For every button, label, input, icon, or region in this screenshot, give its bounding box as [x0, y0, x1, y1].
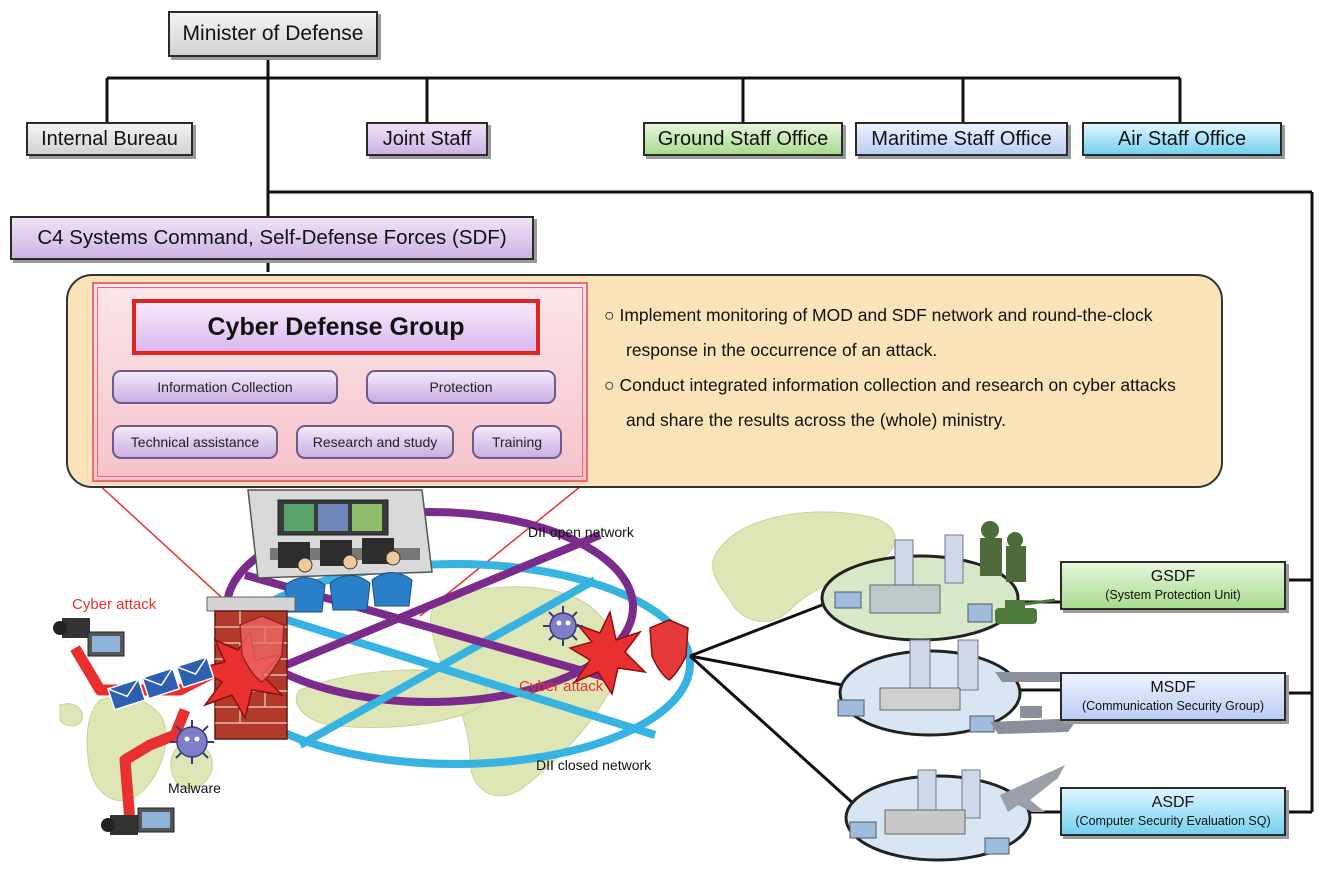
- operations-center-icon: [247, 489, 433, 613]
- cyber-attack-label-center: Cyber attack: [519, 678, 604, 695]
- closed-network-cross-2: [298, 576, 597, 749]
- mission-item: ○ Implement monitoring of MOD and SDF ne…: [604, 298, 1204, 368]
- mission-list: ○ Implement monitoring of MOD and SDF ne…: [604, 298, 1204, 438]
- server-icon: [894, 539, 914, 589]
- staff-office-ground: Ground Staff Office: [643, 122, 843, 156]
- cyber-attack-label-left: Cyber attack: [72, 596, 157, 613]
- function-protection: Protection: [366, 370, 556, 404]
- unit-gsdf: GSDF (System Protection Unit): [1060, 561, 1286, 610]
- shield-icon-center: [649, 619, 689, 681]
- staff-office-air: Air Staff Office: [1082, 122, 1282, 156]
- open-network-label: DII open network: [528, 524, 634, 540]
- site-links: [688, 598, 1060, 814]
- msdf-site: [837, 639, 1078, 737]
- fighter-jet-icon: [1000, 765, 1065, 812]
- shield-icon: [239, 615, 285, 683]
- mission-item: ○ Conduct integrated information collect…: [604, 368, 1204, 438]
- unit-subtitle: (Communication Security Group): [1081, 699, 1264, 713]
- staff-office-joint-staff: Joint Staff: [366, 122, 488, 156]
- staff-office-internal-bureau: Internal Bureau: [26, 122, 193, 156]
- function-research-and-study: Research and study: [296, 425, 454, 459]
- virus-icon-malware: [170, 720, 214, 764]
- function-information-collection: Information Collection: [112, 370, 338, 404]
- explosion-icon-center: [568, 609, 648, 696]
- minister-box: Minister of Defense: [168, 11, 378, 57]
- function-technical-assistance: Technical assistance: [112, 425, 278, 459]
- org-connectors: [105, 60, 1314, 814]
- attacker-computer-icon: [53, 618, 125, 657]
- unit-name: MSDF: [1150, 679, 1196, 696]
- closed-network-cross-1: [253, 606, 657, 739]
- malware-label: Malware: [168, 780, 221, 796]
- japan-map: [59, 511, 896, 802]
- attacker-computer-icon-2: [101, 807, 175, 835]
- gsdf-site: [820, 521, 1056, 642]
- mission-bullet: ○: [604, 305, 615, 325]
- mission-text: Implement monitoring of MOD and SDF netw…: [619, 305, 1153, 360]
- mission-bullet: ○: [604, 375, 615, 395]
- unit-name: ASDF: [1151, 794, 1195, 811]
- ship-icon: [990, 672, 1078, 734]
- closed-network-label: DII closed network: [536, 757, 652, 773]
- c4-command-box: C4 Systems Command, Self-Defense Forces …: [10, 216, 534, 260]
- open-network-cross-2: [260, 531, 602, 679]
- soldier-icon: [980, 521, 1026, 582]
- asdf-site: [844, 765, 1065, 862]
- unit-name: GSDF: [1150, 568, 1196, 585]
- unit-msdf: MSDF (Communication Security Group): [1060, 672, 1286, 721]
- unit-subtitle: (System Protection Unit): [1105, 588, 1241, 602]
- virus-icon: [543, 606, 583, 646]
- unit-subtitle: (Computer Security Evaluation SQ): [1075, 814, 1271, 828]
- email-icon: [106, 655, 215, 711]
- staff-office-maritime: Maritime Staff Office: [855, 122, 1068, 156]
- function-training: Training: [472, 425, 562, 459]
- tank-icon: [995, 598, 1056, 624]
- unit-asdf: ASDF (Computer Security Evaluation SQ): [1060, 787, 1286, 836]
- mission-text: Conduct integrated information collectio…: [619, 375, 1176, 430]
- cyber-defense-group-title: Cyber Defense Group: [132, 299, 540, 355]
